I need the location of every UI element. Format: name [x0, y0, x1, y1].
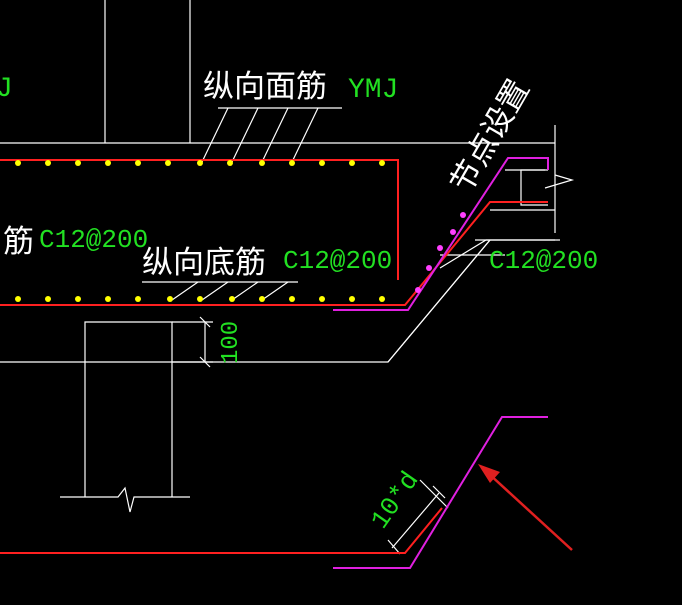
top-rebar-dots	[15, 160, 385, 166]
rebar-lines	[0, 159, 548, 554]
structure-outline	[0, 0, 575, 555]
dimension-100: 100	[218, 321, 245, 364]
dimension-10d: 10*d	[365, 466, 425, 534]
slope-rebar-dots	[415, 212, 466, 293]
bent-bars	[333, 157, 549, 569]
node-setting-label: 节点设置	[444, 74, 537, 199]
top-rebar-label: 纵向面筋	[203, 69, 327, 105]
left-rebar-label: 筋	[3, 224, 34, 260]
bottom-rebar-spec: C12@200	[283, 246, 392, 276]
left-rebar-spec: C12@200	[39, 225, 148, 255]
partial-left-label: J	[0, 74, 13, 105]
bottom-rebar-label: 纵向底筋	[142, 245, 266, 281]
bottom-rebar-dots	[15, 296, 385, 302]
right-rebar-spec: C12@200	[489, 246, 598, 276]
top-rebar-code: YMJ	[348, 75, 398, 106]
red-arrow	[478, 464, 573, 551]
